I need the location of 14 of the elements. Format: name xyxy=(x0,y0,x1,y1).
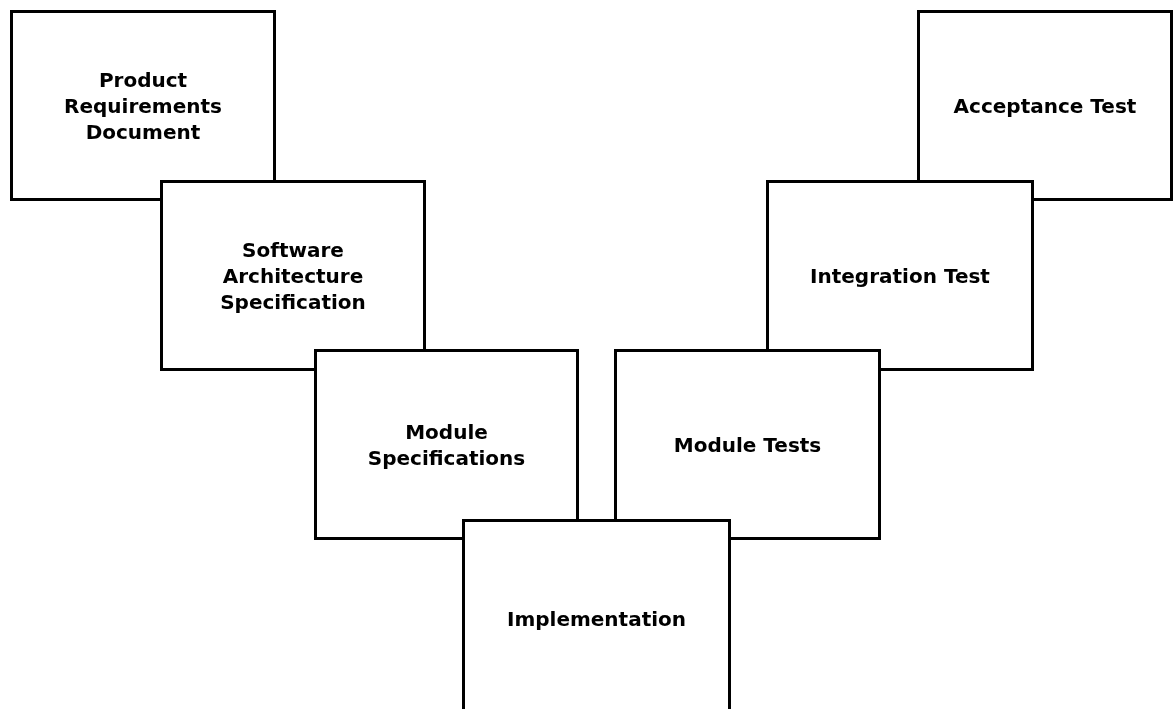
process-box xyxy=(160,180,426,371)
box-label: Module Specifications xyxy=(366,418,527,471)
box-label: Software Architecture Specification xyxy=(219,236,367,315)
process-box xyxy=(10,10,276,201)
process-box xyxy=(314,349,579,540)
box-label: Product Requirements Document xyxy=(63,66,223,145)
process-box xyxy=(462,519,731,709)
process-box xyxy=(614,349,881,540)
box-label: Integration Test xyxy=(810,262,990,289)
box-label: Acceptance Test xyxy=(953,92,1137,119)
process-box xyxy=(766,180,1034,371)
process-box xyxy=(917,10,1173,201)
box-label: Module Tests xyxy=(673,431,822,458)
box-label: Implementation xyxy=(506,606,687,632)
